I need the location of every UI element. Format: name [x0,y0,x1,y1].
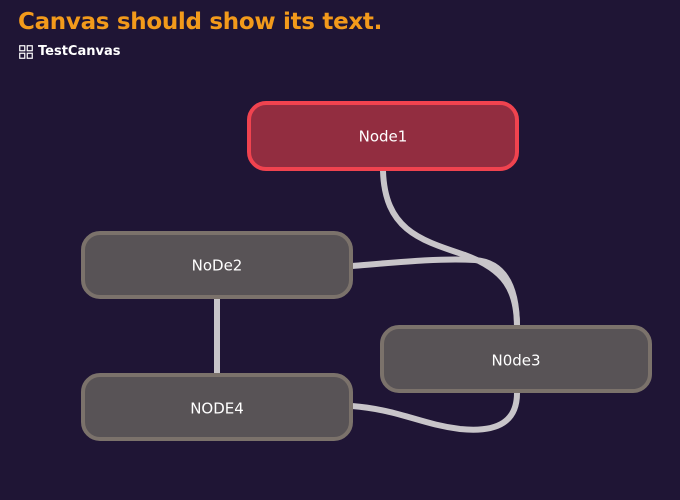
node1-label: Node1 [359,128,408,146]
node2[interactable]: NoDe2 [81,231,353,299]
node4-label: NODE4 [190,400,244,418]
page-title: Canvas should show its text. [18,9,383,35]
canvas-label: TestCanvas [19,44,120,59]
canvas-name: TestCanvas [38,44,121,59]
edge-node4-node3 [349,390,520,433]
node3[interactable]: N0de3 [380,325,652,393]
node3-label: N0de3 [491,352,540,370]
node2-box[interactable] [81,231,353,299]
node4[interactable]: NODE4 [81,373,353,441]
node1[interactable]: Node1 [247,101,519,171]
canvas-grid-icon [19,44,33,59]
nodes-layer: Node1 NoDe2 N0de3 NODE4 [81,101,652,441]
node3-box[interactable] [380,325,652,393]
edge-node2-node3 [349,256,520,330]
edges-layer [214,168,520,433]
edge-node1-node3 [380,168,520,330]
node4-box[interactable] [81,373,353,441]
node1-box[interactable] [247,101,519,171]
node2-label: NoDe2 [192,257,243,275]
